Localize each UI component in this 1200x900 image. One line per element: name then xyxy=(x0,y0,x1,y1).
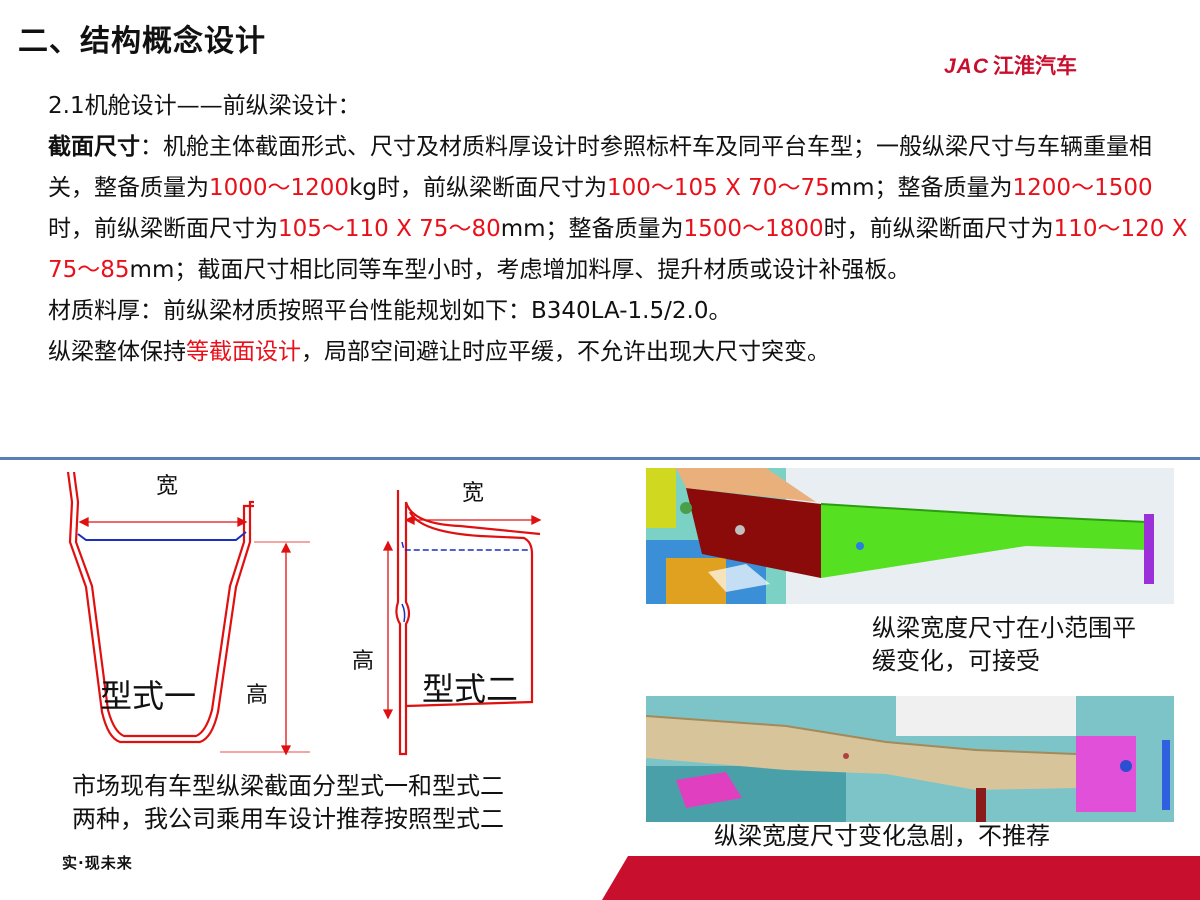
text-span: ，局部空间避让时应平缓，不允许出现大尺寸突变。 xyxy=(301,339,830,365)
type2-outline-outer xyxy=(395,490,541,756)
cross-section-diagrams: 宽 高 型式一 宽 高 型式二 xyxy=(66,471,542,756)
section-divider xyxy=(0,457,1200,460)
photo-top-caption-line2: 缓变化，可接受 xyxy=(872,647,1040,675)
type1-name: 型式一 xyxy=(100,677,196,715)
type1-width-label: 宽 xyxy=(156,474,178,499)
diagram-caption-line2: 两种，我公司乘用车设计推荐按照型式二 xyxy=(72,805,504,833)
logo-en: JAC xyxy=(944,55,990,78)
logo-cn: 江淮汽车 xyxy=(993,54,1078,78)
paragraph-section-size: 截面尺寸：机舱主体截面形式、尺寸及材质料厚设计时参照标杆车及同平台车型；一般纵梁… xyxy=(18,127,1190,291)
text-span: 时，前纵梁断面尺寸为 xyxy=(823,216,1054,242)
section-heading: 2.1机舱设计——前纵梁设计： xyxy=(48,93,361,119)
text-span: mm；截面尺寸相比同等车型小时，考虑增加料厚、提升材质或设计补强板。 xyxy=(129,257,911,283)
type2-width-label: 宽 xyxy=(462,481,484,506)
type2-name: 型式二 xyxy=(422,670,518,708)
text-span: kg时，前纵梁断面尺寸为 xyxy=(349,175,607,201)
value-size-3: 110～120 X 75～85 xyxy=(48,216,1188,283)
text-span: 时，前纵梁断面尺寸为 xyxy=(48,216,278,242)
type1-outline-outer xyxy=(66,471,254,744)
value-size-2: 105～110 X 75～80 xyxy=(278,216,501,242)
text-span: mm；整备质量为 xyxy=(500,216,684,242)
value-mass-1: 1000～1200 xyxy=(209,175,350,201)
value-uniform-section: 等截面设计 xyxy=(186,339,301,365)
type2-inner-plate xyxy=(401,541,528,551)
photo-abrupt-beam xyxy=(646,696,1174,822)
photo-smooth-beam xyxy=(646,468,1174,604)
footer-slogan: 实·现未来 xyxy=(62,854,133,872)
type1-outline-inner xyxy=(72,471,254,738)
type2-height-label: 高 xyxy=(352,649,374,674)
type1-inner-plate xyxy=(77,531,247,541)
value-mass-2: 1200～1500 xyxy=(1012,175,1153,201)
diagram-caption: 市场现有车型纵梁截面分型式一和型式二 两种，我公司乘用车设计推荐按照型式二 xyxy=(72,770,504,836)
photo-top-caption-line1: 纵梁宽度尺寸在小范围平 xyxy=(872,614,1136,642)
text-span: mm；整备质量为 xyxy=(829,175,1013,201)
page-title: 二、结构概念设计 xyxy=(18,24,266,59)
diagram-caption-line1: 市场现有车型纵梁截面分型式一和型式二 xyxy=(72,772,504,800)
paragraph-uniform-section: 纵梁整体保持等截面设计，局部空间避让时应平缓，不允许出现大尺寸突变。 xyxy=(18,332,1190,373)
value-mass-3: 1500～1800 xyxy=(683,216,824,242)
body-text: 2.1机舱设计——前纵梁设计： 截面尺寸：机舱主体截面形式、尺寸及材质料厚设计时… xyxy=(18,86,1190,373)
text-span: ：机舱主体截面形式、尺寸及材质料厚设计时参照标杆车及同平台车型；一般纵梁尺寸与车… xyxy=(48,134,1152,201)
paragraph-material: 材质料厚：前纵梁材质按照平台性能规划如下：B340LA-1.5/2.0。 xyxy=(48,298,732,324)
photo-bottom-caption: 纵梁宽度尺寸变化急剧，不推荐 xyxy=(714,822,1050,850)
type2-outline-inner xyxy=(405,511,534,708)
photo-top-caption: 纵梁宽度尺寸在小范围平 缓变化，可接受 xyxy=(872,612,1136,678)
value-size-1: 100～105 X 70～75 xyxy=(607,175,830,201)
label-section-size: 截面尺寸 xyxy=(48,134,140,160)
type1-height-label: 高 xyxy=(246,683,268,708)
text-span: 纵梁整体保持 xyxy=(48,339,186,365)
